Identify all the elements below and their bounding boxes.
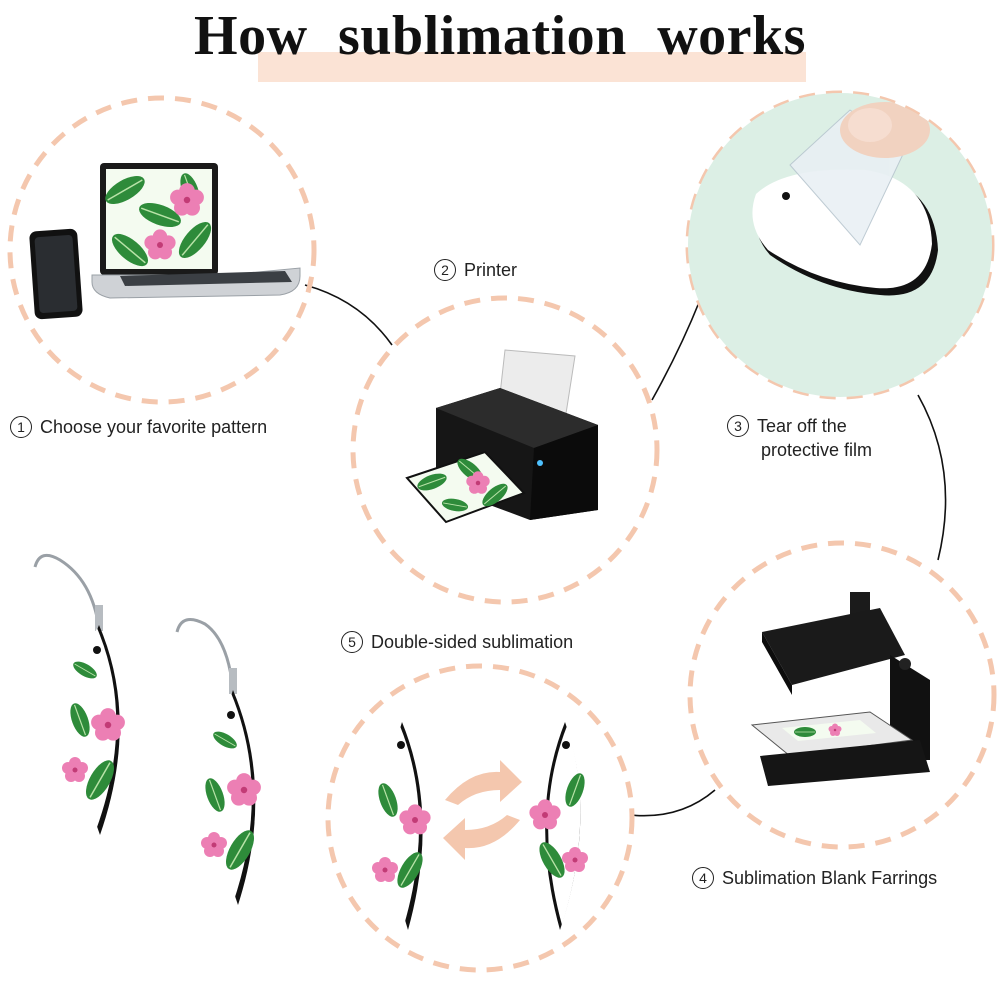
step-5-number: 5 bbox=[341, 631, 363, 653]
earring-icon-right bbox=[175, 618, 261, 905]
connector-3-4 bbox=[917, 394, 947, 561]
page-title: How sublimation works bbox=[194, 5, 806, 67]
earring-icon-side-b bbox=[529, 722, 590, 930]
step-3-text-line1: Tear off the bbox=[757, 416, 847, 436]
step-1-label: 1 Choose your favorite pattern bbox=[10, 415, 267, 439]
ring-step-1 bbox=[7, 95, 317, 405]
swap-arrows-icon bbox=[443, 760, 522, 860]
step-2-number: 2 bbox=[434, 259, 456, 281]
step-1-number: 1 bbox=[10, 416, 32, 438]
step-2-label: 2 Printer bbox=[434, 258, 517, 282]
ring-step-5 bbox=[325, 663, 635, 973]
step-3-number: 3 bbox=[727, 415, 749, 437]
phone-icon bbox=[29, 228, 83, 320]
laptop-icon bbox=[91, 163, 301, 299]
step-3-text-line2: protective film bbox=[761, 440, 873, 460]
heat-press-icon bbox=[750, 592, 930, 786]
earring-icon-side-a bbox=[372, 722, 431, 930]
step-5-text: Double-sided sublimation bbox=[371, 632, 574, 652]
step-4-number: 4 bbox=[692, 867, 714, 889]
connector-lines bbox=[304, 284, 947, 817]
ring-step-2 bbox=[350, 295, 660, 605]
step-4-label: 4 Sublimation Blank Farrings bbox=[692, 866, 937, 890]
connector-1-2 bbox=[304, 284, 393, 346]
connector-4-5 bbox=[629, 789, 716, 817]
step-5-label: 5 Double-sided sublimation bbox=[341, 630, 573, 654]
film-peel-photo bbox=[688, 93, 992, 397]
printer-icon bbox=[405, 349, 598, 524]
step-1-text: Choose your favorite pattern bbox=[40, 417, 268, 437]
title-highlight-band bbox=[258, 52, 806, 82]
step-3-label: 3 Tear off the protective film bbox=[727, 414, 927, 462]
step-4-text: Sublimation Blank Farrings bbox=[722, 868, 938, 888]
earring-icon-left bbox=[33, 553, 125, 835]
connector-2-3 bbox=[651, 299, 701, 401]
ring-step-4 bbox=[687, 540, 997, 850]
step-2-text: Printer bbox=[464, 260, 518, 280]
